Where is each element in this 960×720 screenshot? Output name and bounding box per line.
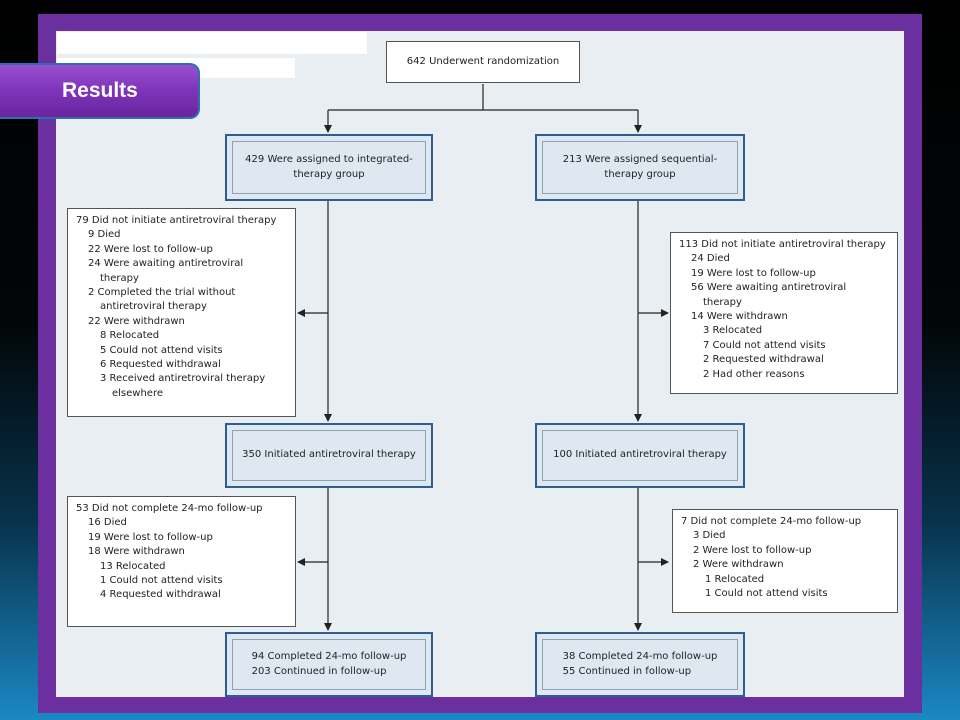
exclusion-line: 1 Could not attend visits [100,575,223,587]
randomization-box: 642 Underwent randomization [386,41,580,83]
integrated-completed-line: 94 Completed 24-mo follow-up [251,651,407,663]
exclusion-line: 8 Relocated [100,330,160,342]
exclusion-line: therapy [100,272,139,284]
sequential-exclusion1-box: 113 Did not initiate antiretroviral ther… [670,232,898,394]
sequential-completed-box: 38 Completed 24-mo follow-up 55 Continue… [535,632,745,697]
exclusion-line: 22 Were withdrawn [88,315,185,327]
exclusion-line: 22 Were lost to follow-up [88,243,213,255]
sequential-assigned-text: 213 Were assigned sequential-therapy gro… [562,154,718,180]
integrated-assigned-box: 429 Were assigned to integrated-therapy … [225,134,433,201]
exclusion-line: therapy [703,296,742,308]
exclusion-line: 19 Were lost to follow-up [88,531,213,543]
blank-strip-top [57,32,367,54]
exclusion-line: 2 Requested withdrawal [703,354,824,366]
sequential-initiated-box: 100 Initiated antiretroviral therapy [535,423,745,488]
exclusion-line: 2 Completed the trial without [88,287,236,299]
exclusion-line: 56 Were awaiting antiretroviral [691,282,847,294]
randomization-text: 642 Underwent randomization [406,55,560,67]
integrated-initiated-box: 350 Initiated antiretroviral therapy [225,423,433,488]
exclusion-line: 13 Relocated [100,560,166,572]
sequential-completed-line: 38 Completed 24-mo follow-up [562,651,718,663]
exclusion-line: 53 Did not complete 24-mo follow-up [76,503,263,514]
sequential-exclusion2-box: 7 Did not complete 24-mo follow-up 3 Died… [672,509,898,613]
integrated-initiated-text: 350 Initiated antiretroviral therapy [242,449,416,461]
sequential-assigned-box: 213 Were assigned sequential-therapy gro… [535,134,745,201]
exclusion-line: 113 Did not initiate antiretroviral ther… [679,239,886,250]
exclusion-line: antiretroviral therapy [100,301,207,313]
exclusion-line: 6 Requested withdrawal [100,359,221,371]
exclusion-line: 4 Requested withdrawal [100,589,221,601]
exclusion-line: 2 Were lost to follow-up [693,544,812,556]
integrated-continued-line: 203 Continued in follow-up [251,665,387,677]
exclusion-line: 1 Could not attend visits [705,588,828,600]
exclusion-line: 9 Died [88,229,121,241]
exclusion-line: 14 Were withdrawn [691,311,788,323]
integrated-assigned-text: 429 Were assigned to integrated-therapy … [245,154,413,180]
exclusion-line: 24 Died [691,253,730,265]
exclusion-line: 7 Could not attend visits [703,339,826,351]
exclusion-line: 3 Died [693,530,726,542]
exclusion-line: 2 Were withdrawn [693,559,784,571]
exclusion-line: 1 Relocated [705,573,765,585]
exclusion-line: 19 Were lost to follow-up [691,267,816,279]
exclusion-line: elsewhere [112,387,164,399]
sequential-initiated-text: 100 Initiated antiretroviral therapy [553,449,727,461]
integrated-completed-box: 94 Completed 24-mo follow-up 203 Continu… [225,632,433,697]
exclusion-line: 5 Could not attend visits [100,344,223,356]
exclusion-line: 2 Had other reasons [703,368,805,380]
exclusion-line: 24 Were awaiting antiretroviral [88,258,244,270]
exclusion-line: 7 Did not complete 24-mo follow-up [681,516,862,527]
sequential-continued-line: 55 Continued in follow-up [562,665,692,677]
results-tag: Results [0,63,200,119]
integrated-exclusion2-box: 53 Did not complete 24-mo follow-up 16 Di… [67,496,296,627]
integrated-exclusion1-box: 79 Did not initiate antiretroviral thera… [67,208,296,417]
exclusion-line: 16 Died [88,517,127,529]
exclusion-line: 18 Were withdrawn [88,546,185,558]
exclusion-line: 3 Received antiretroviral therapy [100,373,266,385]
results-tag-label: Results [62,79,138,102]
exclusion-line: 79 Did not initiate antiretroviral thera… [76,215,277,226]
exclusion-line: 3 Relocated [703,325,763,337]
